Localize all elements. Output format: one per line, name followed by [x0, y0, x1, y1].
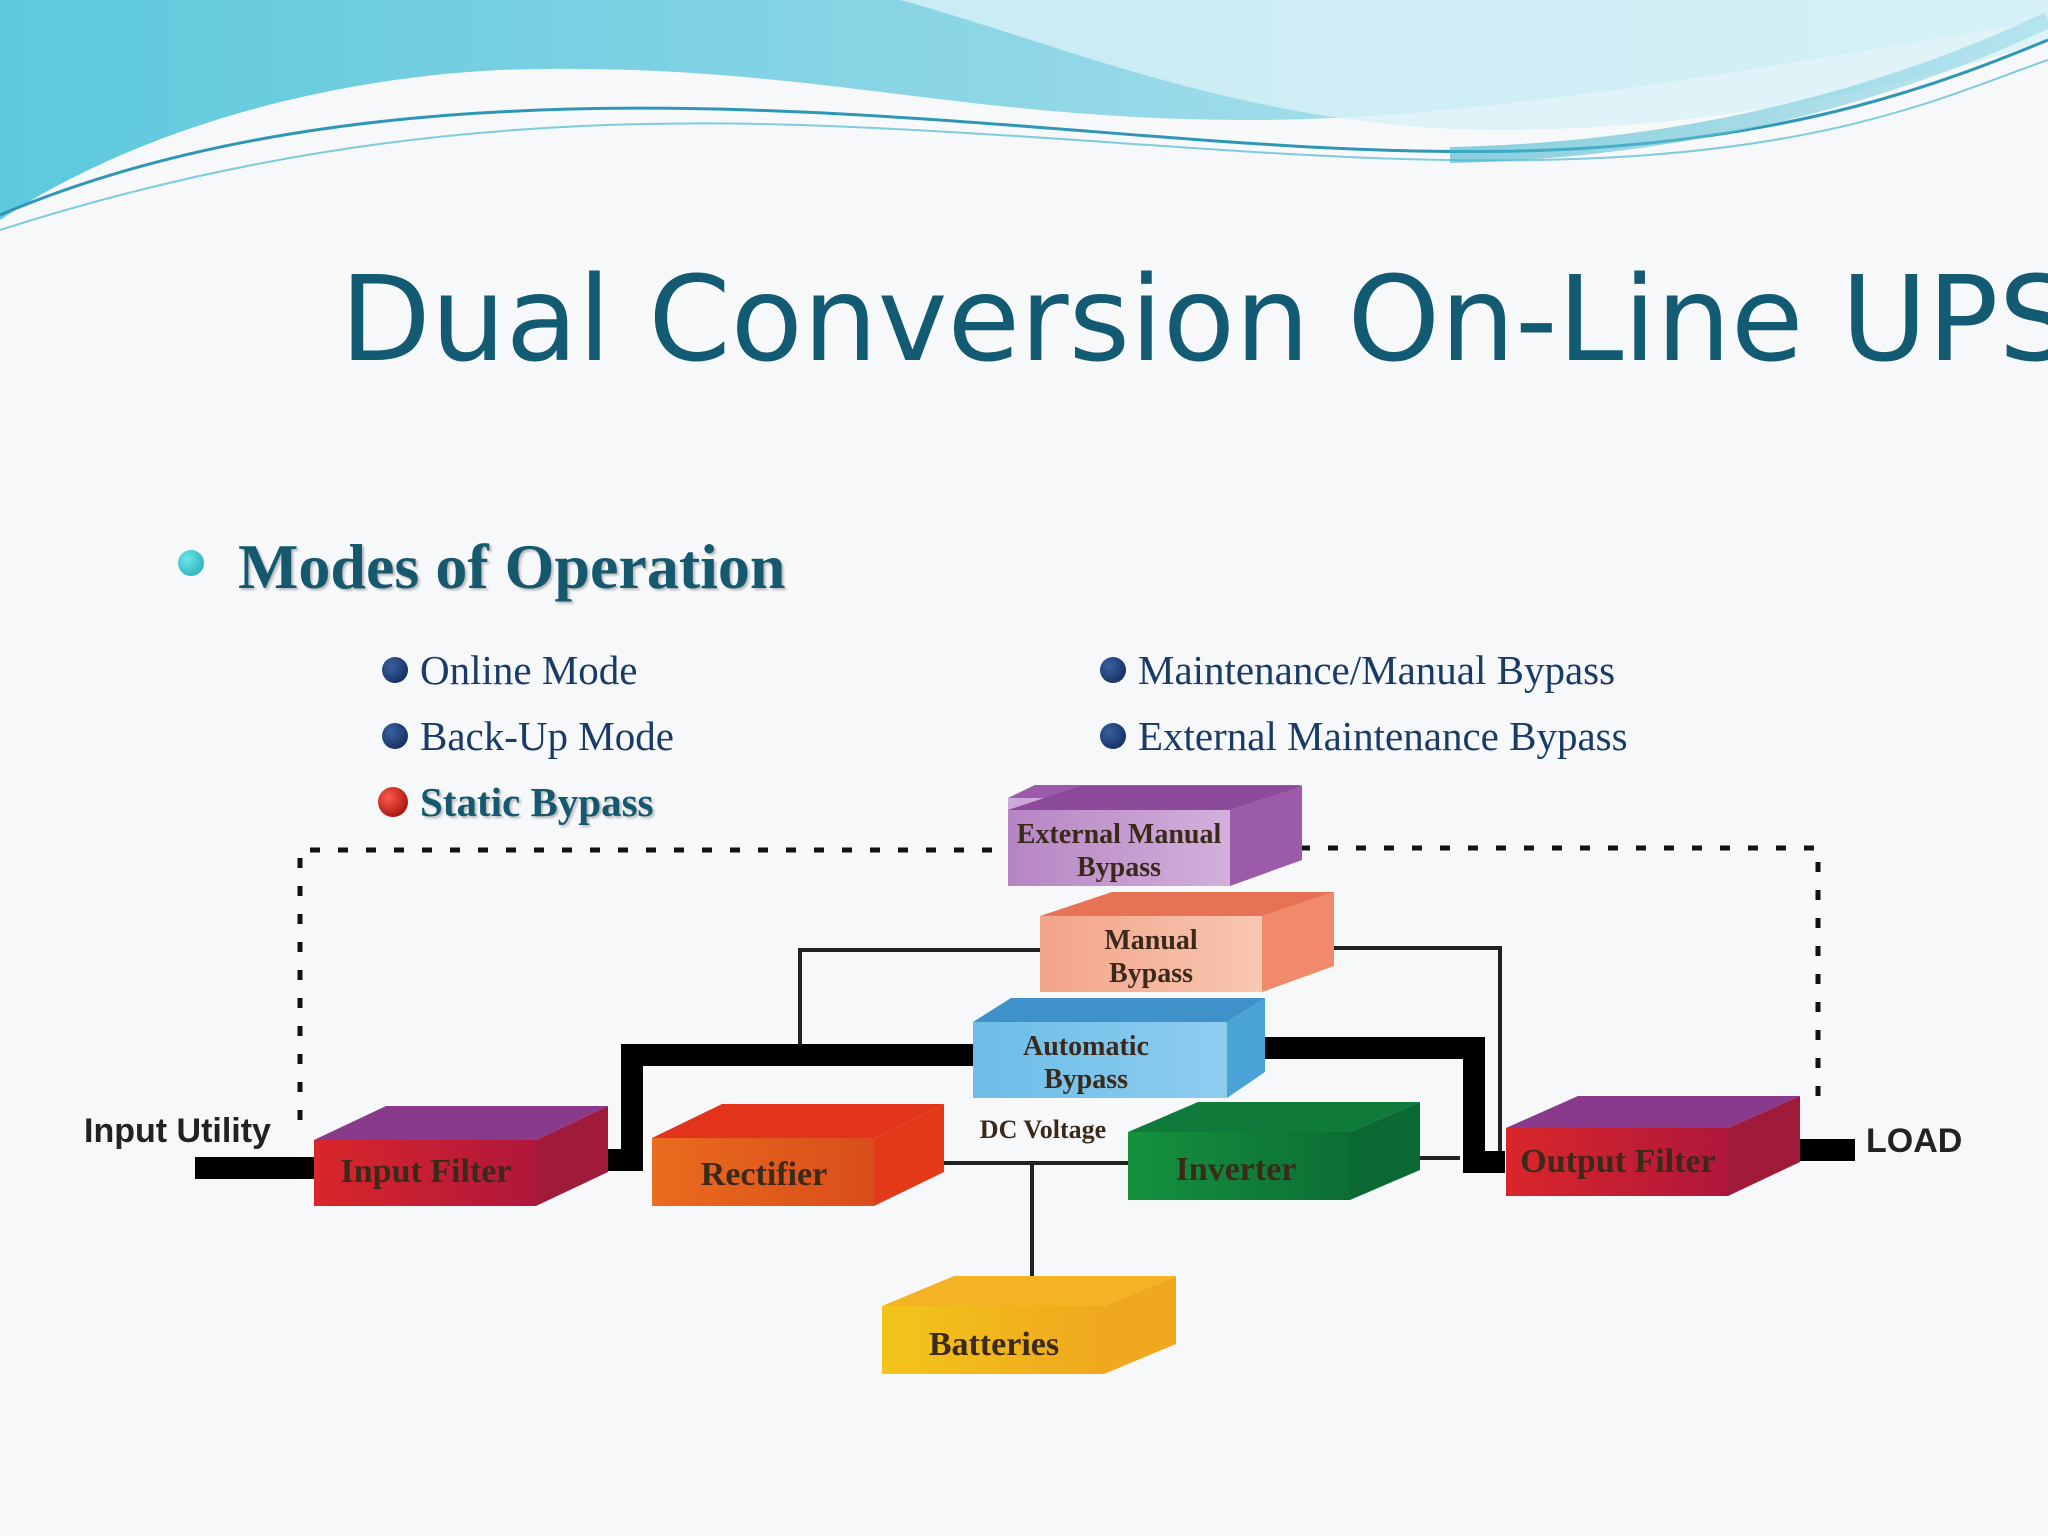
mode-bullet-active-icon: [378, 787, 408, 817]
static-bypass-thick-line: [195, 1037, 1855, 1179]
bullet-dot-icon: [178, 550, 204, 576]
block-label: Batteries: [929, 1326, 1059, 1363]
block-batteries: Batteries: [882, 1276, 1176, 1374]
block-label: Rectifier: [701, 1156, 827, 1193]
bullet-modes-of-operation: Modes of Operation: [178, 530, 786, 604]
block-input-filter: Input Filter: [314, 1106, 608, 1206]
mode-backup: Back-Up Mode: [382, 712, 674, 760]
manual-bypass-line: [798, 946, 1502, 1160]
mode-label: Online Mode: [420, 647, 638, 693]
mode-label: External Maintenance Bypass: [1138, 713, 1628, 759]
load-label: LOAD: [1866, 1122, 1962, 1160]
dc-voltage-label: DC Voltage: [980, 1115, 1106, 1144]
slide-title: Dual Conversion On-Line UPS: [340, 250, 2048, 388]
mode-label: Maintenance/Manual Bypass: [1138, 647, 1616, 693]
block-manual-bypass: Manual Bypass: [1040, 892, 1334, 992]
block-rectifier: Rectifier: [652, 1104, 944, 1206]
external-bypass-dotted-line: [297, 845, 1821, 1120]
block-label: Manual: [1104, 925, 1198, 956]
mode-bullet-icon: [382, 723, 408, 749]
block-label: Inverter: [1176, 1151, 1297, 1188]
block-external-manual-bypass: External Manual Bypass: [1008, 785, 1302, 886]
mode-online: Online Mode: [382, 646, 638, 694]
input-utility-label: Input Utility: [84, 1112, 271, 1150]
block-inverter: Inverter: [1128, 1102, 1420, 1200]
block-label: Bypass: [1044, 1064, 1128, 1095]
block-label: Input Filter: [341, 1153, 512, 1190]
bullet-heading: Modes of Operation: [238, 531, 786, 602]
block-label: Bypass: [1077, 852, 1161, 883]
mode-bullet-icon: [1100, 657, 1126, 683]
mode-label: Static Bypass: [420, 779, 654, 825]
mode-label: Back-Up Mode: [420, 713, 674, 759]
header-wave-decoration: [0, 0, 2048, 231]
block-label: Bypass: [1109, 958, 1193, 989]
block-label: Output Filter: [1520, 1143, 1715, 1180]
mode-bullet-icon: [1100, 723, 1126, 749]
block-automatic-bypass: Automatic Bypass: [973, 998, 1265, 1098]
block-label: Automatic: [1023, 1031, 1149, 1062]
mode-bullet-icon: [382, 657, 408, 683]
mode-external-maintenance-bypass: External Maintenance Bypass: [1100, 712, 1628, 760]
block-output-filter: Output Filter: [1506, 1096, 1800, 1196]
block-label: External Manual: [1017, 819, 1222, 850]
mode-maintenance-manual-bypass: Maintenance/Manual Bypass: [1100, 646, 1615, 694]
mode-static-bypass: Static Bypass: [378, 778, 654, 826]
